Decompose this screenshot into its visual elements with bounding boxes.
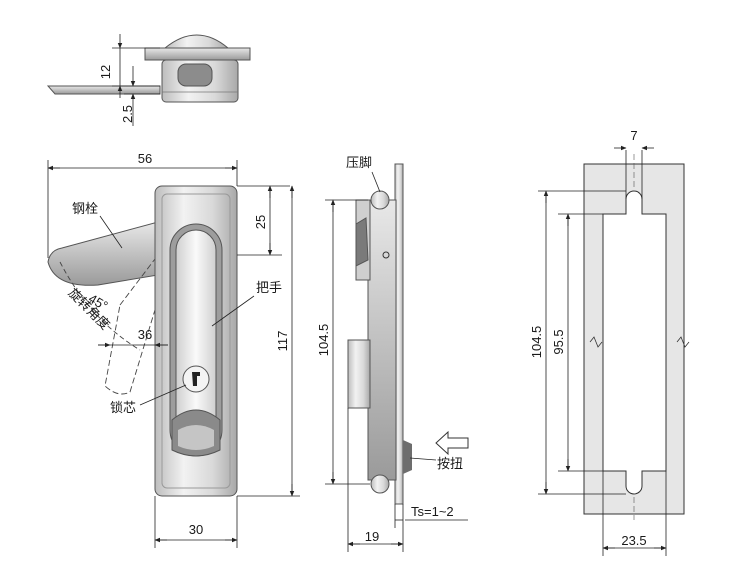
dim-front-swing: 36 bbox=[138, 327, 152, 342]
dim-cutout-slot: 7 bbox=[630, 128, 637, 143]
bolt-rotated-outline bbox=[104, 253, 159, 395]
dim-front-body-width: 30 bbox=[189, 522, 203, 537]
dim-front-top-offset: 25 bbox=[253, 215, 268, 229]
push-direction-arrow bbox=[435, 430, 469, 456]
front-view: 56 25 117 36 30 钢栓 45° 旋转角度 把手 锁芯 bbox=[47, 151, 300, 548]
dim-panel-thickness: Ts=1~2 bbox=[411, 504, 454, 519]
label-steel-bolt: 钢栓 bbox=[72, 202, 98, 217]
top-view: 12 2.5 bbox=[46, 34, 251, 126]
top-view-bolt-plate bbox=[46, 85, 161, 95]
label-pressure-foot: 压脚 bbox=[346, 155, 372, 171]
dim-cutout-width: 23.5 bbox=[621, 533, 646, 548]
dim-top-offset: 2.5 bbox=[120, 105, 135, 123]
dim-cutout-inner-height: 95.5 bbox=[551, 329, 566, 354]
label-rotation-angle: 旋转角度 bbox=[65, 285, 113, 333]
dim-front-width: 56 bbox=[138, 151, 152, 166]
dim-cutout-outer-height: 104.5 bbox=[529, 326, 544, 359]
top-view-dome bbox=[163, 34, 230, 49]
top-view-cam bbox=[177, 63, 213, 87]
dim-top-height: 12 bbox=[98, 65, 113, 79]
pressure-foot-bottom bbox=[370, 474, 390, 494]
cutout-view: 7 104.5 95.5 23.5 bbox=[529, 128, 690, 556]
label-push-button: 按扭 bbox=[437, 457, 463, 472]
side-housing bbox=[347, 339, 371, 409]
dim-front-height: 117 bbox=[275, 331, 290, 352]
label-lock-core: 锁芯 bbox=[110, 400, 136, 416]
rotation-arc bbox=[59, 261, 141, 351]
label-handle: 把手 bbox=[256, 281, 282, 296]
dim-side-height: 104.5 bbox=[316, 324, 331, 357]
side-body bbox=[367, 199, 397, 481]
panel-cutout bbox=[583, 163, 685, 515]
key-slot-icon bbox=[192, 372, 200, 386]
steel-bolt bbox=[47, 221, 159, 286]
top-view-flange bbox=[144, 47, 251, 61]
pressure-foot-top bbox=[370, 190, 390, 210]
dim-side-depth: 19 bbox=[365, 529, 379, 544]
side-view: 压脚 按扭 104.5 19 Ts=1~2 bbox=[316, 155, 469, 552]
